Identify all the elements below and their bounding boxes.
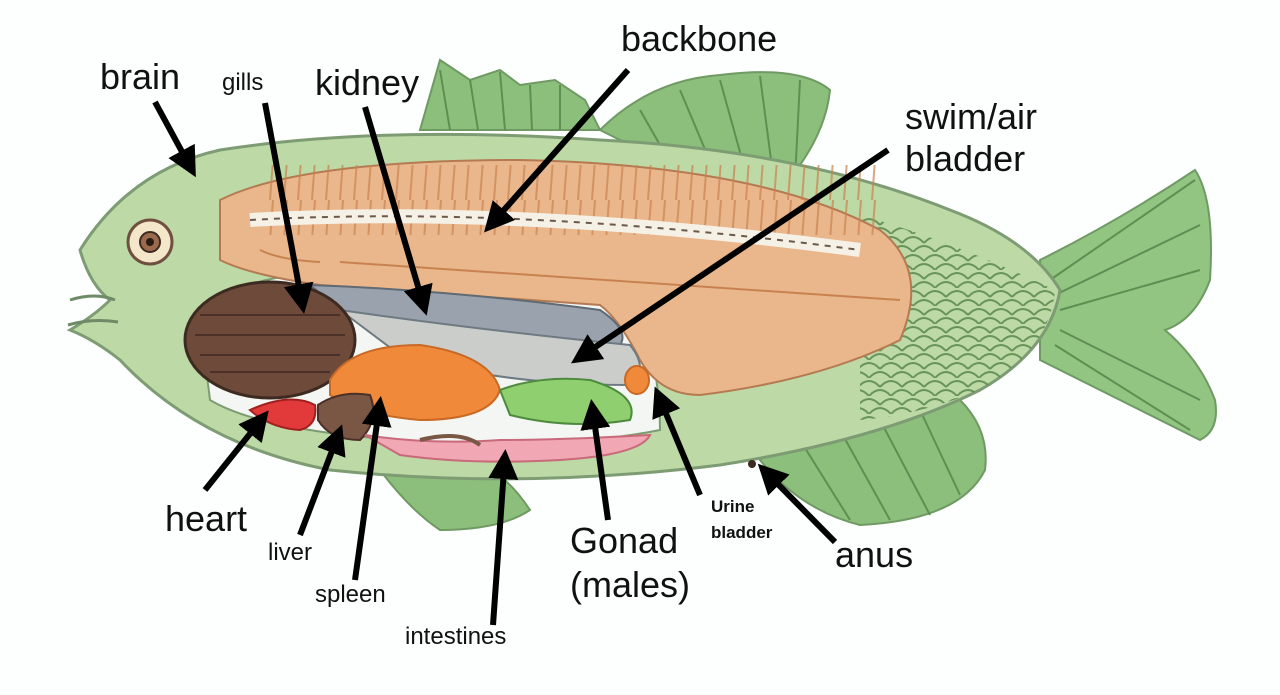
- label-spleen: spleen: [315, 582, 386, 607]
- label-urine-line1: Urine: [711, 498, 754, 516]
- label-anus: anus: [835, 536, 913, 574]
- label-gonad-line2: (males): [570, 566, 690, 604]
- arrow-brain: [155, 102, 193, 172]
- caudal-fin: [1040, 170, 1216, 440]
- label-kidney: kidney: [315, 64, 419, 102]
- label-brain: brain: [100, 58, 180, 96]
- eye: [128, 220, 172, 264]
- label-intestines: intestines: [405, 624, 506, 649]
- urine-bladder: [625, 366, 649, 394]
- label-gills: gills: [222, 70, 263, 95]
- label-liver: liver: [268, 540, 312, 565]
- label-gonad-line1: Gonad: [570, 522, 678, 560]
- anus: [748, 460, 756, 468]
- label-swim-bladder-line1: swim/air: [905, 98, 1037, 136]
- label-heart: heart: [165, 500, 247, 538]
- label-swim-bladder-line2: bladder: [905, 140, 1025, 178]
- label-backbone: backbone: [621, 20, 777, 58]
- label-urine-line2: bladder: [711, 524, 772, 542]
